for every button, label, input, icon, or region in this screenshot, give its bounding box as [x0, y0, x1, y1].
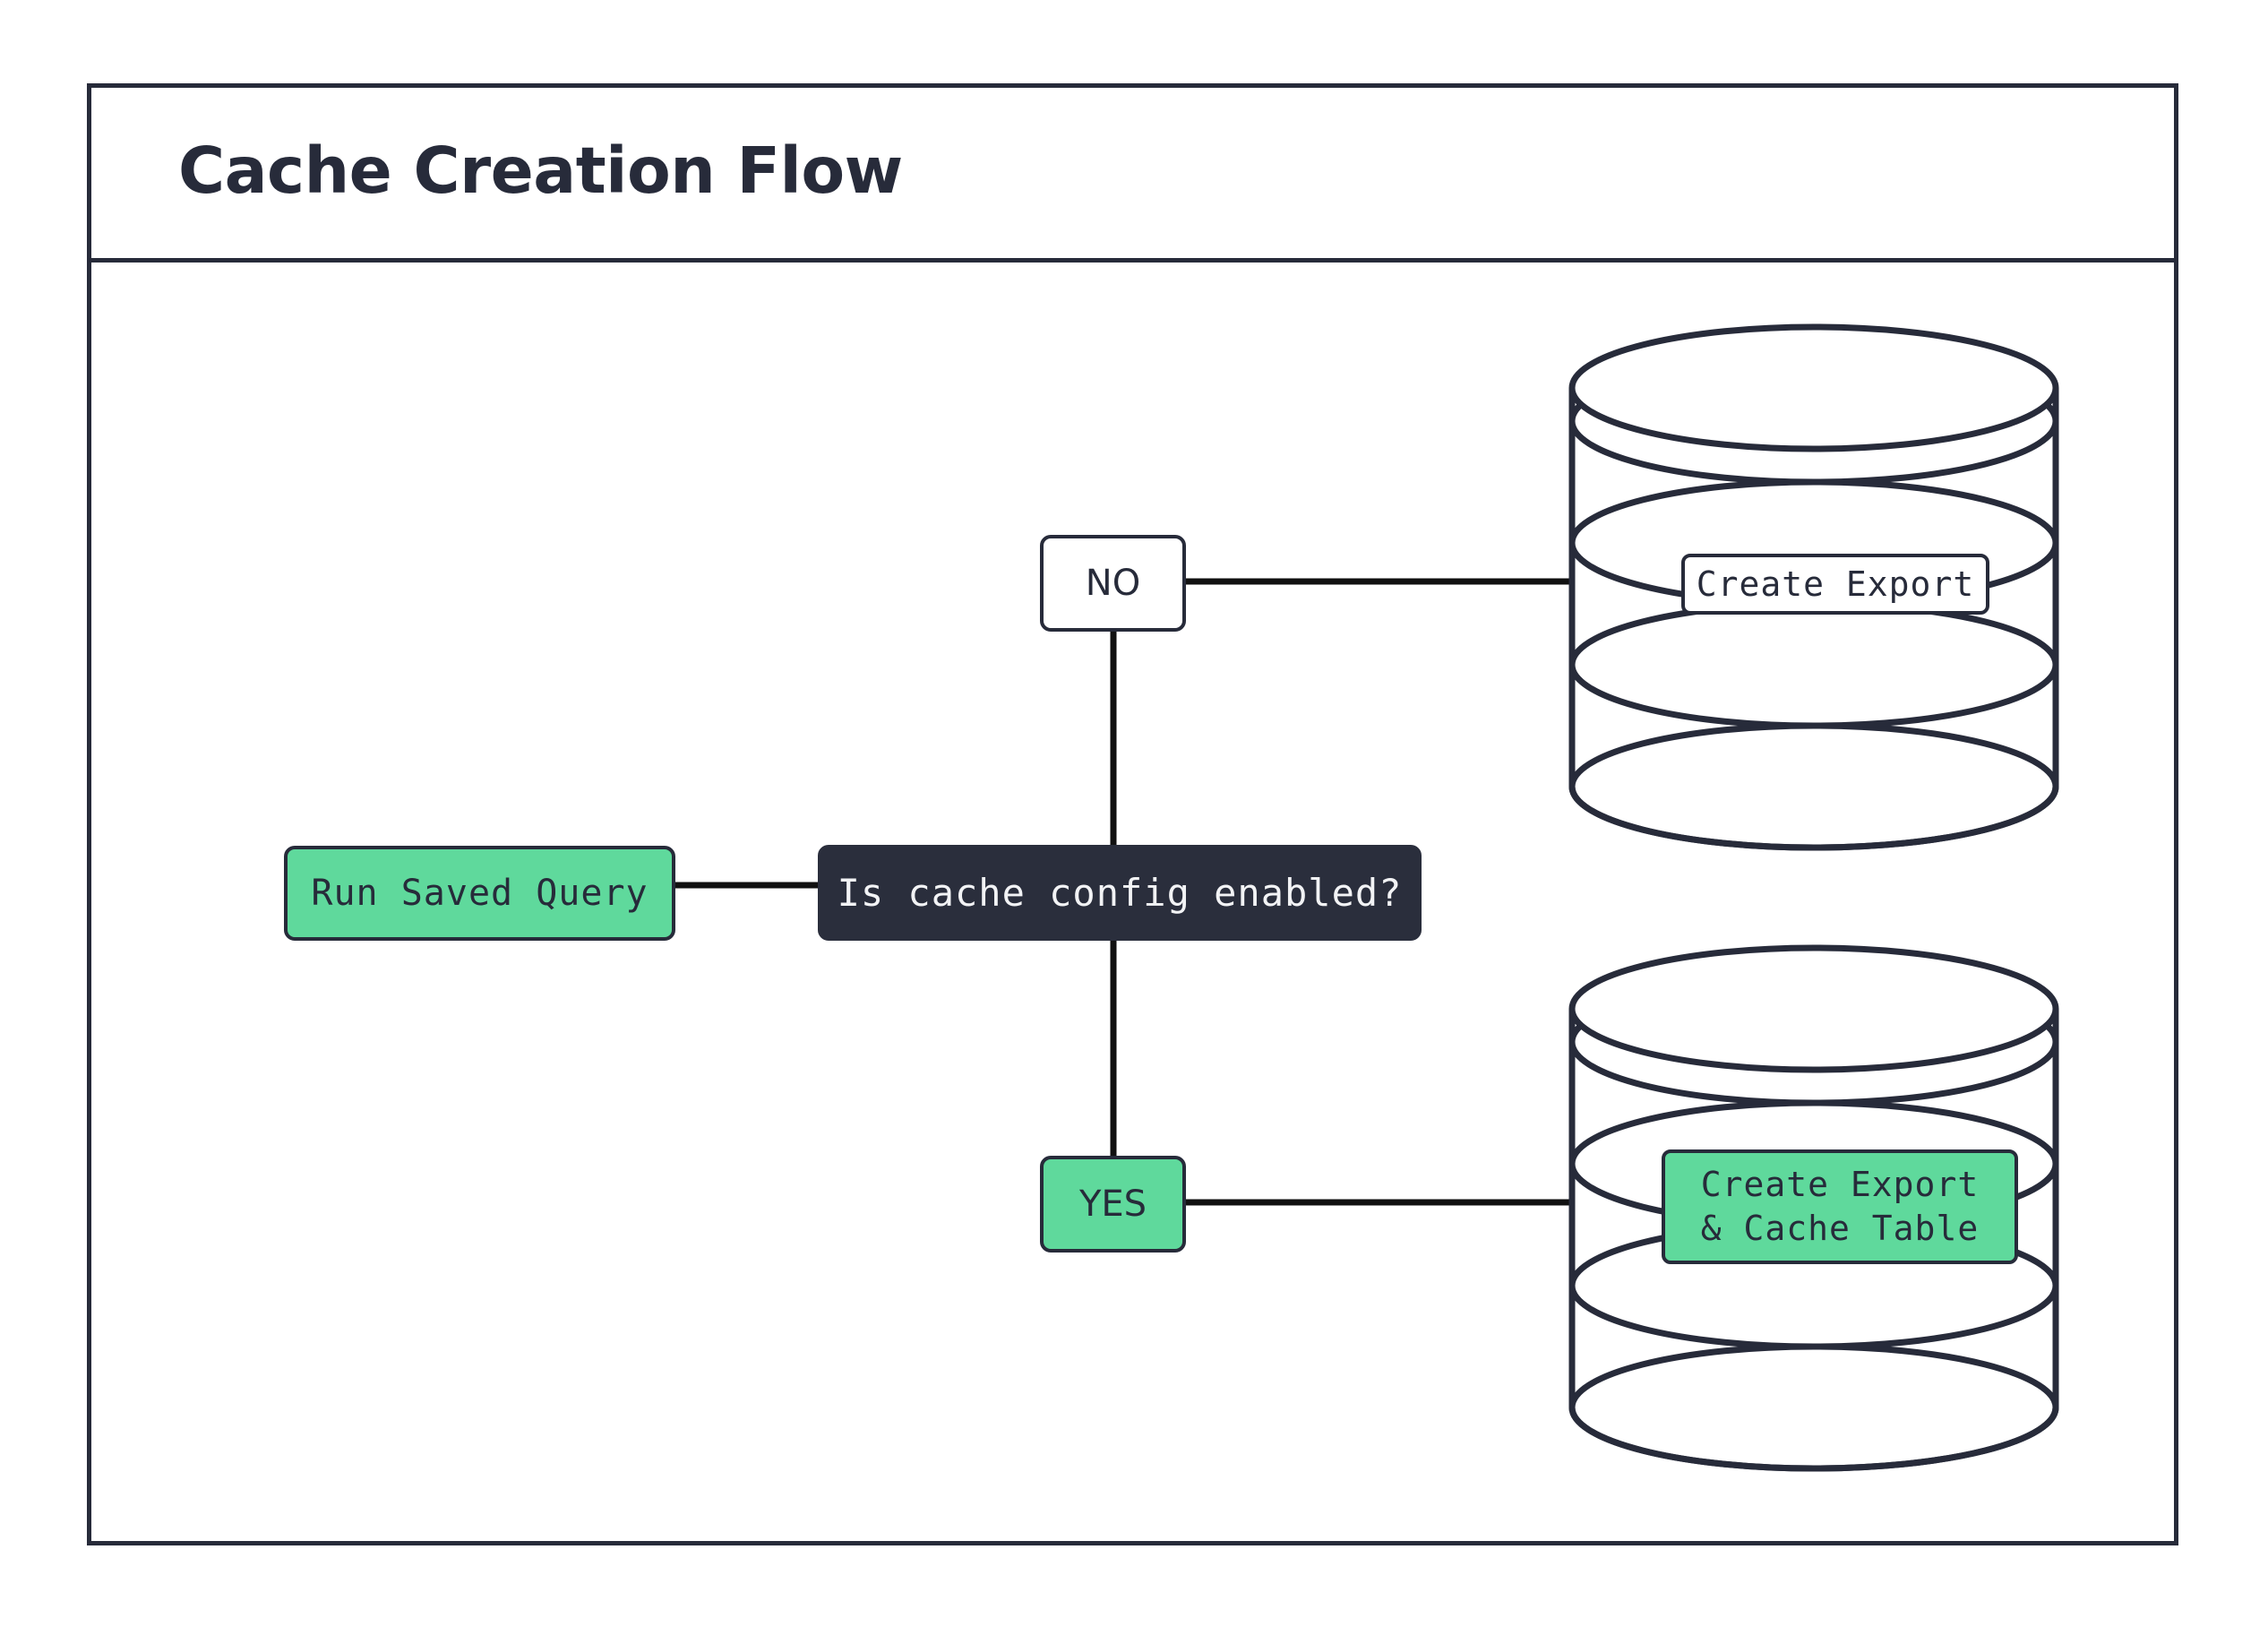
node-run-saved-query[interactable]: Run Saved Query	[284, 846, 675, 941]
page-title: Cache Creation Flow	[178, 133, 903, 208]
node-branch-no[interactable]: NO	[1040, 535, 1186, 632]
node-create-export-cache-table-label[interactable]: Create Export & Cache Table	[1662, 1149, 2018, 1264]
node-decision-is-cache-config-enabled[interactable]: Is cache config enabled?	[818, 845, 1422, 941]
node-create-export-label[interactable]: Create Export	[1681, 554, 1989, 615]
diagram-title-bar: Cache Creation Flow	[87, 83, 2178, 263]
diagram-frame	[87, 83, 2178, 1545]
node-branch-yes[interactable]: YES	[1040, 1156, 1186, 1253]
